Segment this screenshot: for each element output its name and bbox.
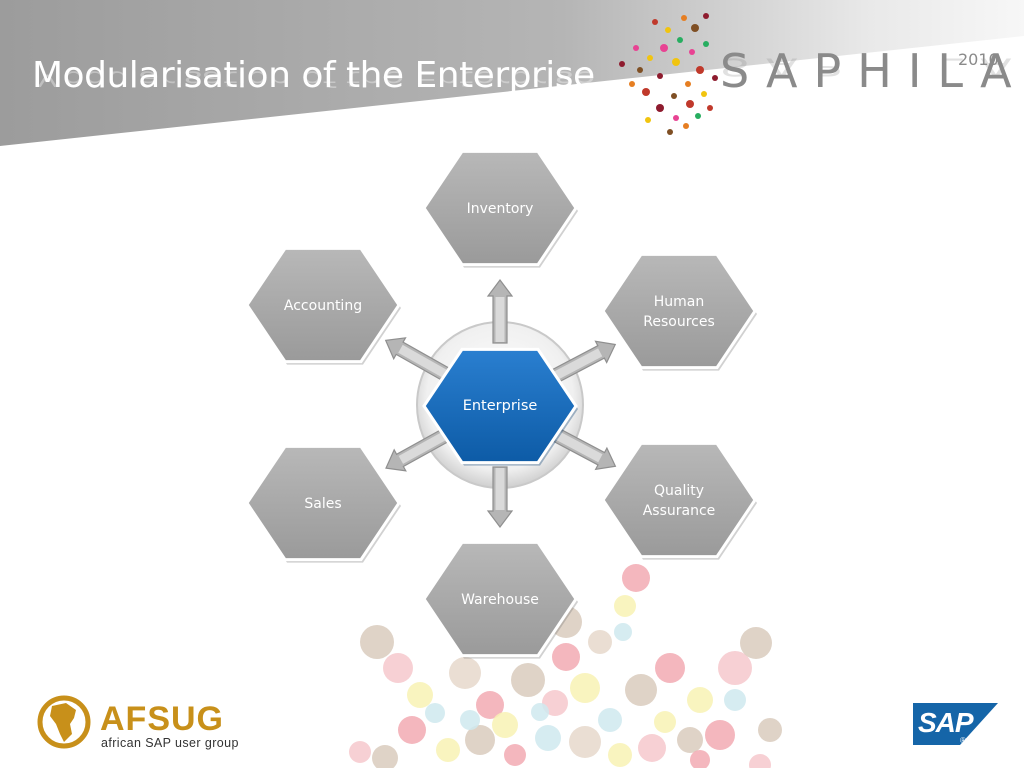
title-band	[0, 0, 1024, 146]
brand-dot-cluster	[619, 13, 718, 135]
hex-label-sales: Sales	[304, 496, 342, 512]
arrow-to-accounting	[384, 337, 451, 382]
hex-label-warehouse: Warehouse	[461, 592, 539, 608]
sap-registered-mark: ®	[960, 736, 966, 745]
hex-label-accounting: Accounting	[283, 298, 363, 314]
connector-arrows	[384, 279, 617, 528]
hex-accounting	[245, 246, 401, 364]
saphila-wordmark: SAPHILA	[720, 44, 1024, 98]
afsug-logo-icon	[37, 695, 91, 749]
hex-enterprise	[422, 347, 578, 465]
module-hexagons	[245, 149, 757, 659]
hex-quality-assurance	[601, 441, 757, 559]
arrow-to-inventory	[486, 279, 514, 344]
hex-human-resources	[601, 252, 757, 370]
afsug-tagline: african SAP user group	[101, 736, 239, 750]
slide-title: Modularisation of the Enterprise	[32, 55, 595, 96]
arrow-to-human-resources	[550, 340, 617, 384]
slide-title-reflection: Modularisation of the Enterprise	[32, 66, 595, 91]
hex-label-inventory: Inventory	[466, 201, 534, 217]
saphila-year: 2010	[958, 50, 999, 69]
decorative-dots	[349, 564, 782, 768]
hex-inventory	[422, 149, 578, 267]
hex-label-enterprise: Enterprise	[462, 398, 538, 414]
hex-sales	[245, 444, 401, 562]
arrow-to-sales	[385, 428, 450, 472]
sap-logo-icon	[913, 703, 998, 745]
arrow-to-warehouse	[486, 466, 514, 528]
hex-label-human-resources: Human Resources	[643, 294, 715, 330]
sap-logo-text: SAP	[918, 707, 974, 738]
hex-label-quality-assurance: Quality Assurance	[642, 483, 716, 519]
hex-warehouse	[422, 540, 578, 658]
arrow-to-quality-assurance	[550, 427, 617, 471]
afsug-logo-text: AFSUG	[100, 700, 224, 738]
